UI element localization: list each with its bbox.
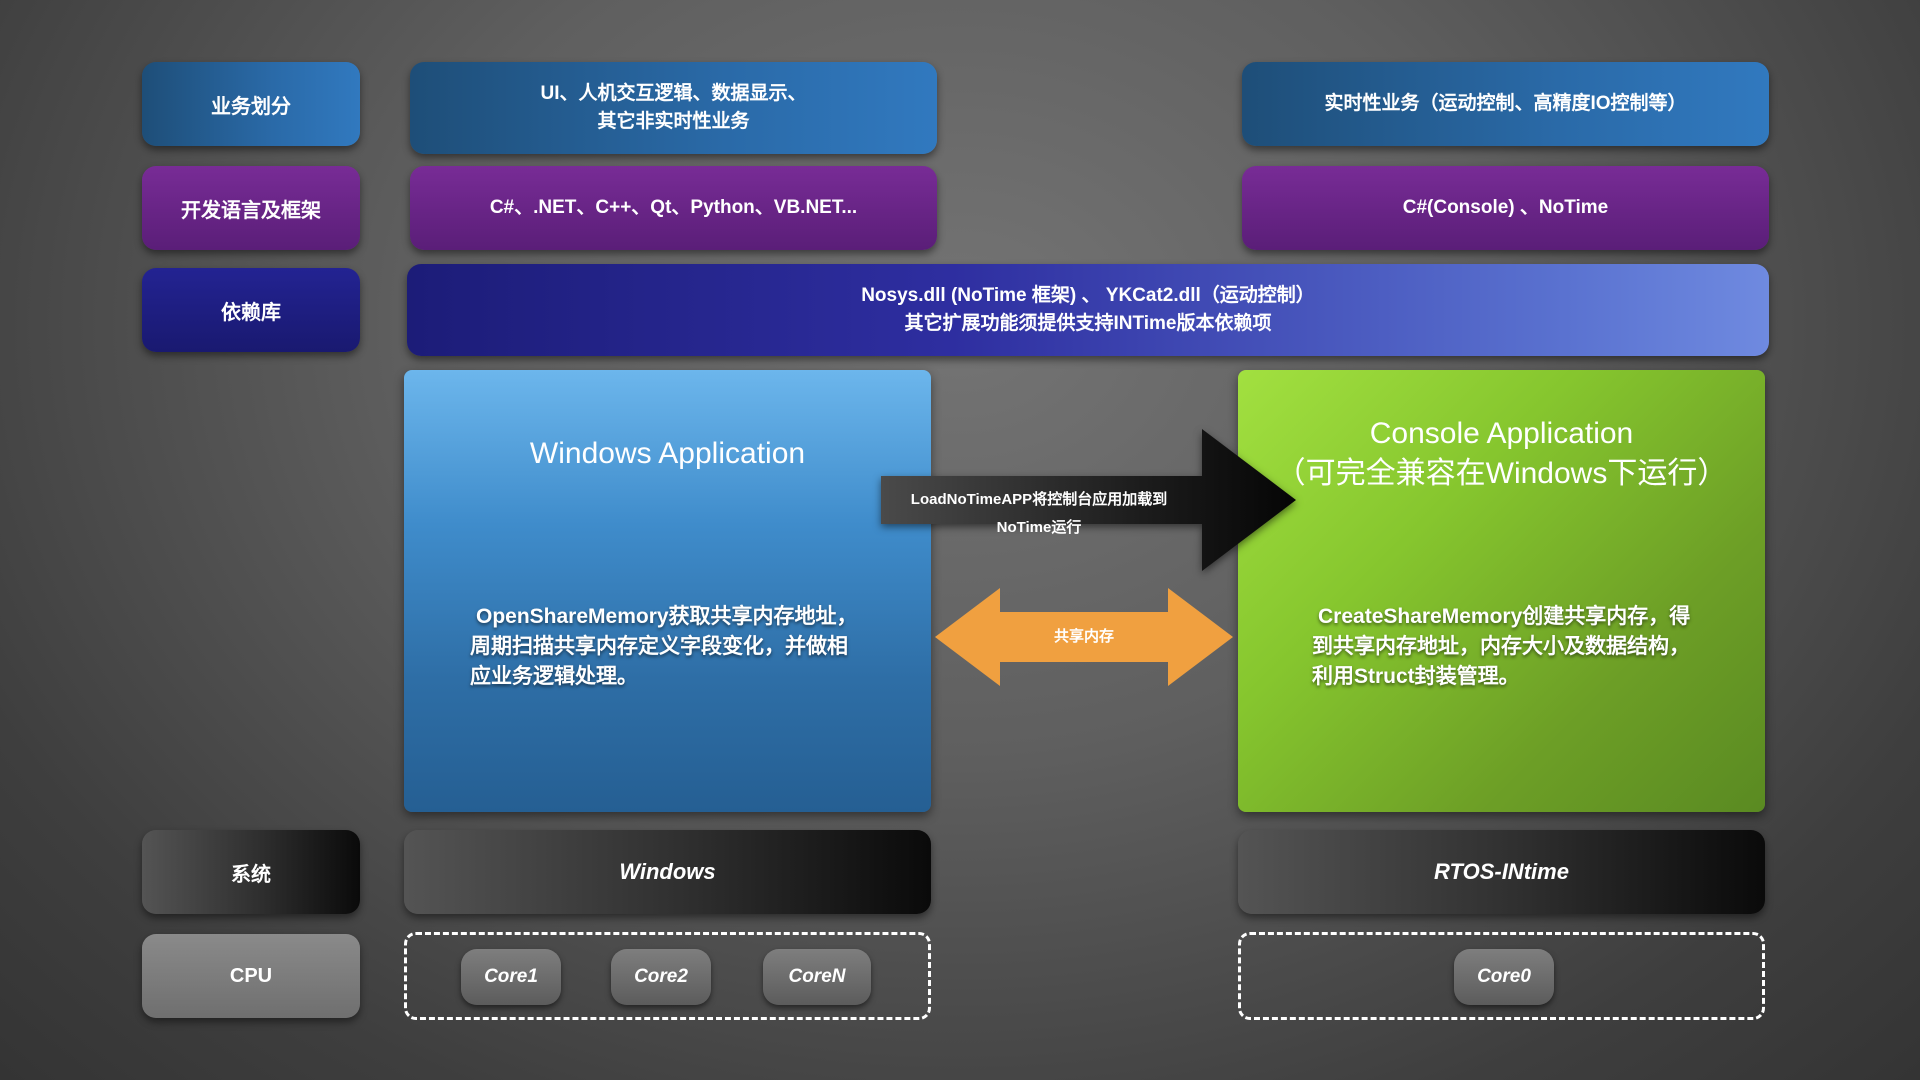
business-label: 业务划分: [142, 62, 360, 146]
windows-cores-panel: Core1 Core2 CoreN: [404, 932, 931, 1020]
language-label: 开发语言及框架: [142, 166, 360, 250]
windows-business-line-2: 其它非实时性业务: [597, 111, 750, 132]
windows-desc-line-3: 应业务逻辑处理。: [470, 665, 638, 688]
core-pill-core0: Core0: [1454, 949, 1554, 1005]
console-title-line-2: （可完全兼容在Windows下运行）: [1275, 457, 1728, 490]
shared-memory-label: 共享内存: [1053, 628, 1114, 645]
console-application-title: Console Application （可完全兼容在Windows下运行）: [1238, 414, 1765, 494]
console-title-line-1: Console Application: [1369, 417, 1634, 450]
system-label: 系统: [142, 830, 360, 914]
cpu-label: CPU: [142, 934, 360, 1018]
realtime-language-box: C#(Console) 、NoTime: [1242, 166, 1769, 250]
core-pill-core2: Core2: [611, 949, 711, 1005]
core-pill-coren: CoreN: [763, 949, 871, 1005]
realtime-cores-panel: Core0: [1238, 932, 1765, 1020]
dependency-box: Nosys.dll (NoTime 框架) 、 YKCat2.dll（运动控制）…: [407, 264, 1769, 356]
dependency-line-1: Nosys.dll (NoTime 框架) 、 YKCat2.dll（运动控制）: [861, 285, 1315, 306]
load-arrow: [881, 429, 1296, 571]
windows-desc-line-1: OpenShareMemory获取共享内存地址，: [476, 605, 858, 628]
windows-os-box: Windows: [404, 830, 931, 914]
console-application-box: Console Application （可完全兼容在Windows下运行） C…: [1238, 370, 1765, 812]
windows-desc-line-2: 周期扫描共享内存定义字段变化，并做相: [470, 635, 848, 658]
dependency-label: 依赖库: [142, 268, 360, 352]
windows-application-description: OpenShareMemory获取共享内存地址， 周期扫描共享内存定义字段变化，…: [470, 602, 858, 692]
windows-business-box: UI、人机交互逻辑、数据显示、 其它非实时性业务: [410, 62, 937, 154]
windows-business-line-1: UI、人机交互逻辑、数据显示、: [540, 83, 807, 104]
rtos-intime-box: RTOS-INtime: [1238, 830, 1765, 914]
windows-application-box: Windows Application OpenShareMemory获取共享内…: [404, 370, 931, 812]
console-desc-line-1: CreateShareMemory创建共享内存，得: [1318, 605, 1691, 628]
dependency-line-2: 其它扩展功能须提供支持INTime版本依赖项: [904, 313, 1272, 334]
console-desc-line-3: 利用Struct封装管理。: [1312, 665, 1520, 688]
core-pill-core1: Core1: [461, 949, 561, 1005]
console-application-description: CreateShareMemory创建共享内存，得 到共享内存地址，内存大小及数…: [1312, 602, 1690, 692]
windows-language-box: C#、.NET、C++、Qt、Python、VB.NET...: [410, 166, 937, 250]
realtime-business-box: 实时性业务（运动控制、高精度IO控制等）: [1242, 62, 1769, 146]
load-arrow-label: LoadNoTimeAPP将控制台应用加载到NoTime运行: [910, 491, 1168, 536]
shared-memory-arrow: [935, 588, 1233, 686]
windows-application-title: Windows Application: [529, 437, 806, 470]
console-desc-line-2: 到共享内存地址，内存大小及数据结构，: [1312, 635, 1690, 658]
